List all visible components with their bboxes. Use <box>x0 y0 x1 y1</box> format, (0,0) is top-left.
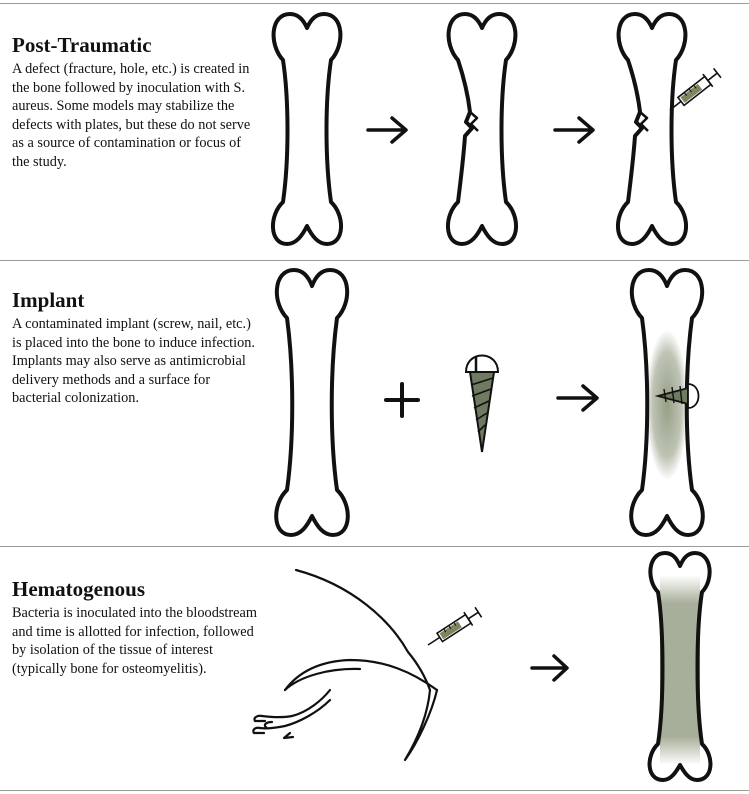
infected-bone-icon <box>647 551 713 782</box>
panel-description: A defect (fracture, hole, etc.) is creat… <box>12 61 251 170</box>
fractured-bone-icon <box>615 12 689 246</box>
bone-icon <box>270 12 344 246</box>
infected-bone-icon <box>629 268 705 537</box>
divider-2 <box>0 546 749 547</box>
rat-icon <box>252 568 439 762</box>
panel-description: Bacteria is inoculated into the bloodstr… <box>12 605 257 677</box>
divider-1 <box>0 260 749 261</box>
syringe-icon <box>669 67 722 111</box>
arrow-icon <box>530 654 569 682</box>
panel-description: A contaminated implant (screw, nail, etc… <box>12 316 255 407</box>
panel-title: Implant <box>12 288 85 312</box>
arrow-icon <box>366 116 408 144</box>
fractured-bone-icon <box>445 12 519 246</box>
bone-icon <box>274 268 350 537</box>
panel-title: Hematogenous <box>12 577 145 601</box>
panel-hematogenous: Hematogenous Bacteria is inoculated into… <box>12 577 257 678</box>
divider-bottom <box>0 790 749 791</box>
arrow-icon <box>556 384 599 412</box>
arrow-icon <box>553 116 595 144</box>
panel-title: Post-Traumatic <box>12 33 152 57</box>
divider-top <box>0 3 749 4</box>
plus-icon <box>384 382 420 418</box>
panel-post-traumatic: Post-Traumatic A defect (fracture, hole,… <box>12 33 257 172</box>
panel-implant: Implant A contaminated implant (screw, n… <box>12 288 257 408</box>
screw-icon <box>464 354 500 453</box>
syringe-icon <box>427 606 483 646</box>
